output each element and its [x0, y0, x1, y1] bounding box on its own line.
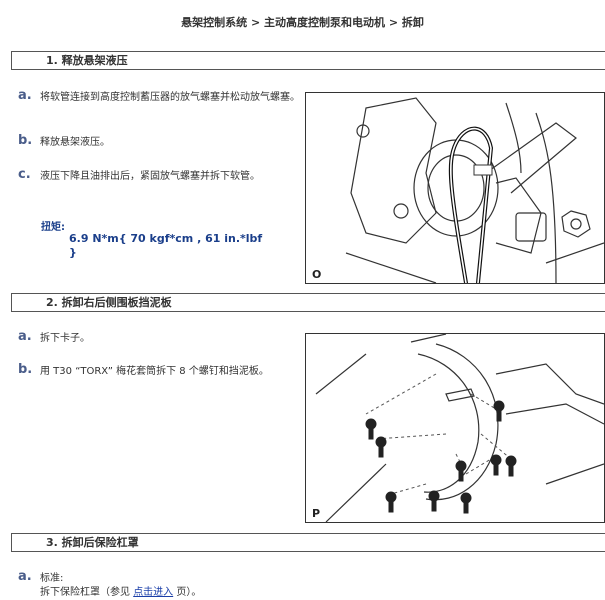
figure-fender-liner-screws: P — [305, 333, 605, 523]
breadcrumb: 悬架控制系统 > 主动高度控制泵和电动机 > 拆卸 — [181, 16, 424, 29]
step-text: 拆下卡子。 — [40, 333, 90, 344]
step-text-prefix: 拆下保险杠罩（参见 — [40, 587, 134, 598]
step-text-suffix: 页）。 — [173, 587, 202, 598]
step-text: 将软管连接到高度控制蓄压器的放气螺塞并松动放气螺塞。 — [40, 92, 300, 103]
step-1b: b. 释放悬架液压。 — [18, 133, 300, 150]
illustration-fender-liner — [315, 334, 604, 522]
section-title-fender-liner: 2. 拆卸右后侧围板挡泥板 — [11, 293, 605, 312]
step-letter: b. — [18, 362, 33, 377]
step-letter: a. — [18, 88, 32, 103]
section-title-bumper-cover: 3. 拆卸后保险杠罩 — [11, 533, 605, 552]
step-letter: a. — [18, 329, 32, 344]
torque-label: 扭矩: — [41, 222, 65, 233]
figure-accumulator-bleeder: O — [305, 92, 605, 284]
illustration-accumulator — [345, 97, 604, 283]
step-text: 液压下降且油排出后，紧固放气螺塞并拆下软管。 — [40, 171, 260, 182]
step-1a: a. 将软管连接到高度控制蓄压器的放气螺塞并松动放气螺塞。 — [18, 88, 300, 105]
step-2b: b. 用 T30 “TORX” 梅花套筒拆下 8 个螺钉和挡泥板。 — [18, 362, 300, 379]
step-1c: c. 液压下降且油排出后，紧固放气螺塞并拆下软管。 — [18, 167, 300, 184]
step-standard-label: 标准: — [40, 573, 64, 584]
figure-label: P — [312, 507, 321, 520]
torque-value: 6.9 N*m{ 70 kgf*cm , 61 in.*lbf } — [69, 232, 263, 259]
step-3a: a. 标准: 拆下保险杠罩（参见 点击进入 页）。 — [18, 569, 418, 600]
step-text: 用 T30 “TORX” 梅花套筒拆下 8 个螺钉和挡泥板。 — [40, 366, 269, 377]
step-text: 拆下保险杠罩（参见 点击进入 页）。 — [40, 586, 418, 600]
step-letter: c. — [18, 167, 31, 182]
step-text: 释放悬架液压。 — [40, 137, 110, 148]
step-letter: a. — [18, 569, 32, 584]
step-2a: a. 拆下卡子。 — [18, 329, 300, 346]
section-title-release-pressure: 1. 释放悬架液压 — [11, 51, 605, 70]
reference-link[interactable]: 点击进入 — [133, 587, 174, 598]
figure-label: O — [312, 268, 322, 281]
step-letter: b. — [18, 133, 33, 148]
